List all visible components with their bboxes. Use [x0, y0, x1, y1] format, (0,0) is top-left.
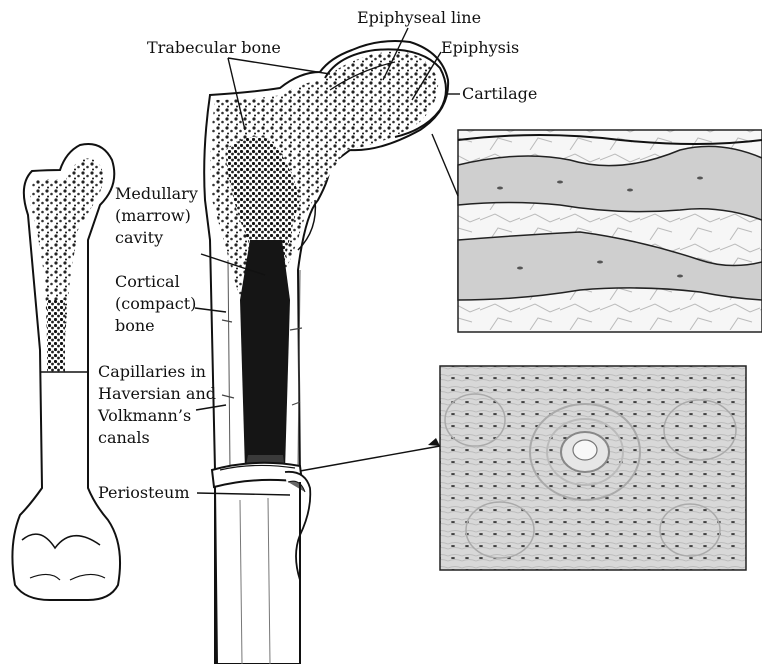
label-epiphyseal-line: Epiphyseal line: [357, 8, 481, 28]
label-medullary-cavity: Medullary (marrow) cavity: [115, 183, 198, 249]
label-cartilage: Cartilage: [462, 84, 537, 104]
label-epiphysis: Epiphysis: [441, 38, 519, 58]
leader-trabecular-inset: [432, 134, 458, 196]
leader-trabecular-bone-1: [228, 58, 330, 74]
label-capillaries: Capillaries in Haversian and Volkmann’s …: [98, 361, 216, 449]
label-periosteum: Periosteum: [98, 483, 190, 503]
compact-bone-micrograph: [440, 366, 746, 570]
trabecular-micrograph: [458, 130, 762, 332]
femur-proximal-large: [204, 41, 448, 664]
label-cortical-bone: Cortical (compact) bone: [115, 271, 196, 337]
label-trabecular-bone: Trabecular bone: [147, 38, 281, 58]
leader-compact-inset: [300, 446, 440, 471]
